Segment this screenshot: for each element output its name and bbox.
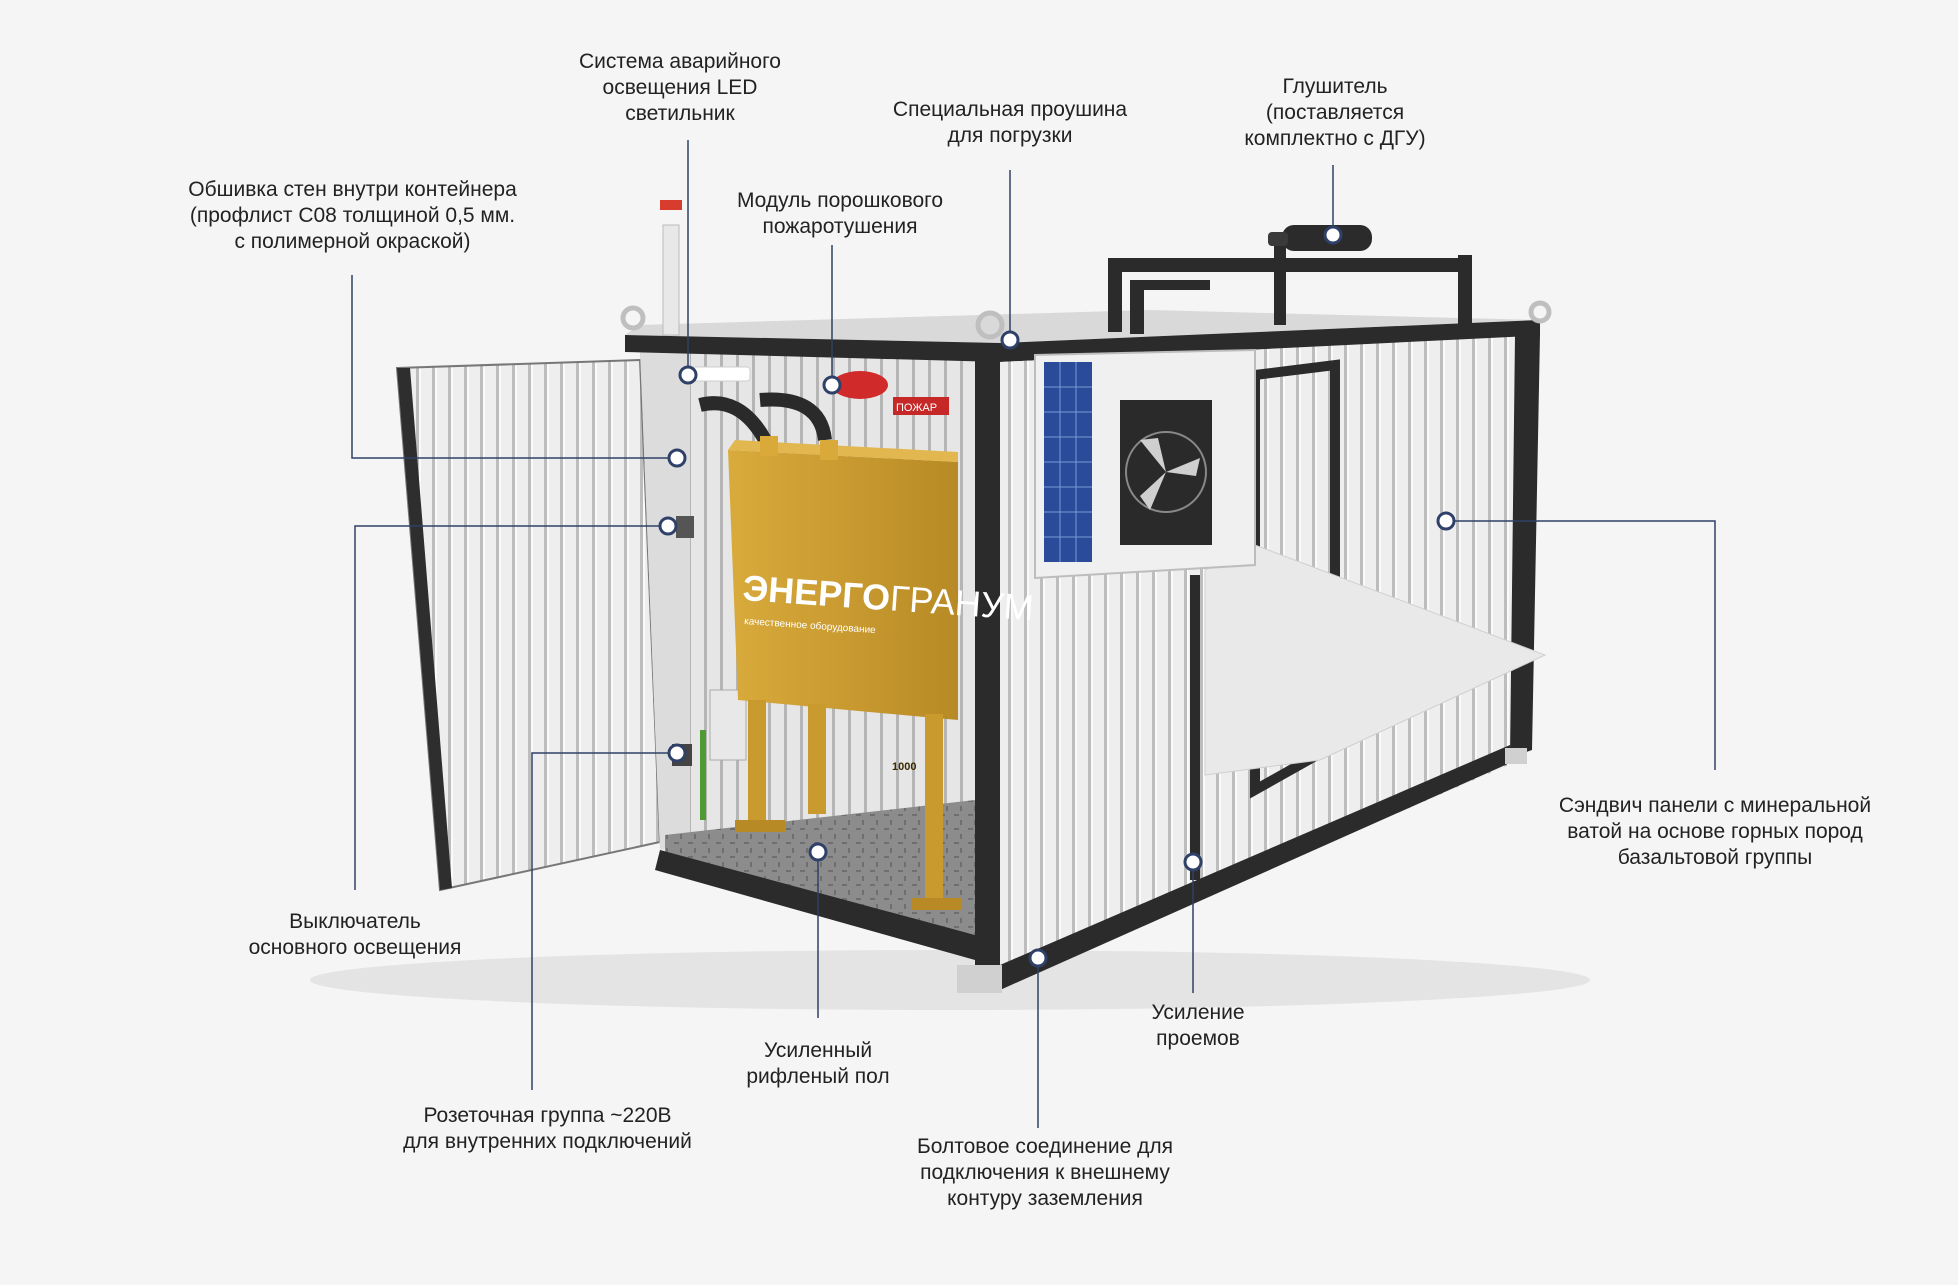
callout-wall-lining: Обшивка стен внутри контейнера (профлист… — [188, 178, 517, 253]
marker-socket-group — [667, 743, 687, 763]
marker-wall-lining — [667, 448, 687, 468]
fuel-tank — [728, 436, 962, 910]
marker-lifting-lug — [1000, 330, 1020, 350]
callout-floor: Усиленный рифленый пол — [746, 1039, 890, 1088]
light-switch-box — [676, 516, 694, 538]
callout-emergency-light: Система аварийного освещения LED светиль… — [579, 50, 781, 125]
marker-grounding-bolt — [1028, 948, 1048, 968]
fire-sign-text: ПОЖАР — [896, 402, 937, 414]
marker-sandwich-panels — [1436, 511, 1456, 531]
callout-grounding-bolt: Болтовое соединение для подключения к вн… — [916, 1135, 1174, 1210]
fire-sign-bg — [893, 397, 949, 415]
marker-light-switch — [658, 516, 678, 536]
marker-emergency-light — [678, 365, 698, 385]
marker-muffler — [1323, 225, 1343, 245]
ac-unit — [1034, 348, 1256, 580]
marker-opening-reinforcement — [1183, 852, 1203, 872]
container-door — [395, 358, 662, 892]
marker-fire-module — [822, 375, 842, 395]
callout-opening-reinforcement: Усиление проемов — [1151, 1001, 1245, 1050]
callout-sandwich-panels: Сэндвич панели с минеральной ватой на ос… — [1558, 794, 1872, 869]
ground-shadow — [310, 950, 1590, 1010]
callout-muffler: Глушитель (поставляется комплектно с ДГУ… — [1244, 75, 1426, 150]
callout-lifting-lug: Специальная проушина для погрузки — [892, 98, 1128, 147]
roof-frame — [660, 200, 1472, 336]
callout-socket-group: Розеточная группа ~220В для внутренних п… — [403, 1104, 692, 1153]
fan-grille — [1120, 400, 1212, 545]
callout-light-switch: Выключатель основного освещения — [248, 910, 462, 959]
fire-extinguisher-module — [832, 371, 888, 399]
marker-floor — [808, 842, 828, 862]
led-light-fixture — [689, 366, 751, 382]
tank-number: 1000 — [892, 761, 916, 773]
leader-lines — [351, 140, 1716, 1128]
ribbed-floor — [665, 800, 975, 935]
callout-fire-module: Модуль порошкового пожаротушения — [736, 189, 944, 238]
